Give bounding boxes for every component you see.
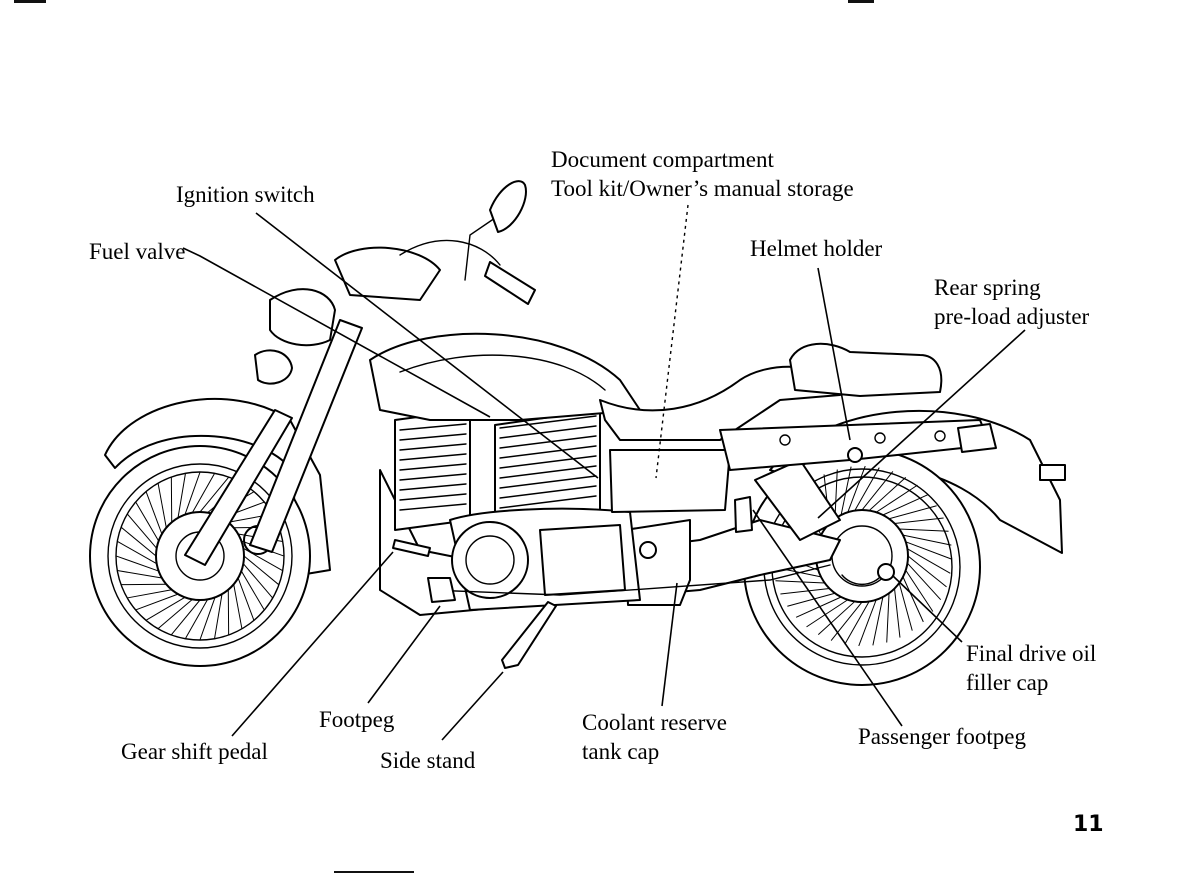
coolant-reserve-line2: tank cap — [582, 739, 660, 764]
document-compartment — [609, 449, 731, 513]
document-compartment-line1: Document compartment — [551, 147, 774, 172]
page-number: 11 — [1073, 812, 1104, 837]
final-drive-label: Final drive oil filler cap — [966, 639, 1096, 697]
rear-spring-line2: pre-load adjuster — [934, 304, 1090, 329]
scan-edge-mark — [14, 0, 46, 3]
handlebar — [399, 239, 501, 266]
ignition-switch-label: Ignition switch — [176, 182, 315, 207]
coolant-reserve-line1: Coolant reserve — [582, 710, 727, 735]
rear-body — [719, 419, 991, 471]
scan-edge-mark — [334, 871, 414, 873]
document-compartment-label: Document compartment Tool kit/Owner’s ma… — [551, 145, 854, 203]
engine — [394, 409, 641, 611]
coolant-reserve-label: Coolant reserve tank cap — [582, 708, 727, 766]
passenger-seat — [789, 342, 943, 397]
helmet-holder-label: Helmet holder — [750, 236, 883, 261]
final-drive-line1: Final drive oil — [966, 641, 1097, 666]
rear-spring-label: Rear spring pre-load adjuster — [934, 273, 1089, 331]
exhaust — [429, 564, 831, 596]
side-stand-shape — [501, 601, 557, 669]
side-stand-label: Side stand — [380, 748, 476, 773]
final-drive-line2: filler cap — [966, 670, 1049, 695]
footpeg-label: Footpeg — [319, 707, 395, 732]
motorcycle-illustration — [89, 180, 1066, 686]
gear-shift-pedal-label: Gear shift pedal — [121, 739, 268, 764]
front-fork — [249, 319, 363, 553]
fuel-valve-label: Fuel valve — [89, 239, 186, 264]
leader-lines — [182, 204, 1026, 741]
document-compartment-line2: Tool kit/Owner’s manual storage — [551, 176, 854, 201]
scan-edge-mark — [848, 0, 874, 3]
fuel-tank — [369, 332, 641, 421]
passenger-footpeg-label: Passenger footpeg — [858, 724, 1026, 749]
headlight — [269, 288, 336, 347]
rear-shock — [754, 459, 841, 541]
rear-spring-line1: Rear spring — [934, 275, 1041, 300]
